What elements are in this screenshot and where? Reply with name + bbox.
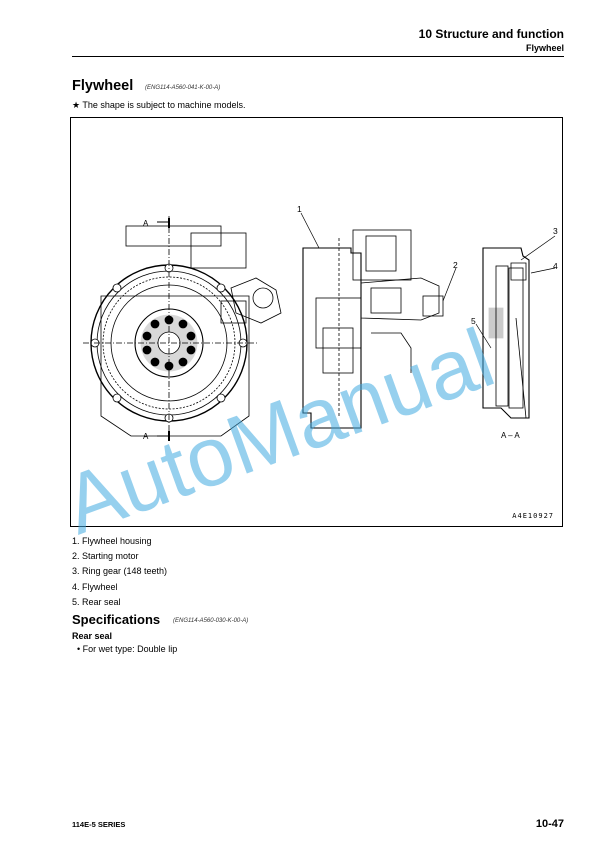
section-view-label: A – A [501,431,520,440]
front-view [83,216,282,441]
part-item-3: 3. Ring gear (148 teeth) [72,566,168,576]
specifications-title: Specifications [72,612,161,627]
section-a-a-view [482,247,530,419]
header-chapter-title: 10 Structure and function [418,27,564,41]
figure-id: A4E10927 [512,512,554,520]
shape-note: ★ The shape is subject to machine models… [72,100,246,110]
callout-1: 1 [297,204,302,214]
part-item-4: 4. Flywheel [72,582,118,592]
rear-seal-item: • For wet type: Double lip [77,644,178,654]
part-item-5: 5. Rear seal [72,597,121,607]
flywheel-drawing: A A A – A 1 2 3 4 5 [83,204,558,441]
flywheel-figure: A A A – A 1 2 3 4 5 A4E10927 [70,117,563,527]
part-item-1: 1. Flywheel housing [72,536,152,546]
header-topic: Flywheel [525,43,564,53]
part-item-2: 2. Starting motor [72,551,139,561]
side-view [302,229,444,429]
footer-series: 114E-5 SERIES [72,820,126,829]
callout-2: 2 [453,260,458,270]
rear-seal-title: Rear seal [72,631,113,641]
footer-page-number: 10-47 [535,818,564,830]
callout-4: 4 [553,261,558,271]
callout-5: 5 [471,316,476,326]
section-mark-top: A [143,219,149,228]
section-code: (ENG114-A560-041-K-00-A) [145,85,221,91]
callout-3: 3 [553,226,558,236]
section-mark-bottom: A [143,432,149,441]
header-rule [72,56,564,57]
specifications-code: (ENG114-A560-030-K-00-A) [173,618,249,624]
section-title: Flywheel [72,78,134,94]
